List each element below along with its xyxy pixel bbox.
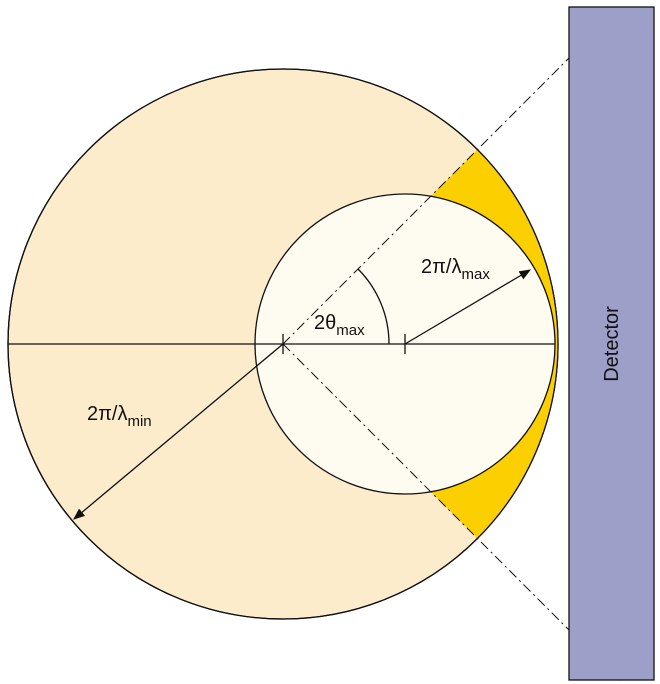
- detector-panel: [568, 6, 655, 681]
- angle-label: 2θmax: [314, 312, 365, 339]
- radius-min-arrow: [73, 343, 284, 520]
- detector-label: Detector: [601, 306, 623, 382]
- angle-arc: [357, 268, 390, 345]
- radius-max-arrow: [404, 269, 532, 345]
- radius-min-label-base: 2π/λ: [87, 403, 127, 425]
- radius-max-label-base: 2π/λ: [421, 256, 461, 278]
- radius-min-label: 2π/λmin: [87, 403, 152, 430]
- radius-max-label: 2π/λmax: [421, 256, 490, 283]
- angle-label-sub: max: [336, 322, 365, 339]
- angle-label-base: 2θ: [314, 312, 336, 334]
- radius-min-label-sub: min: [127, 413, 151, 430]
- radius-max-label-sub: max: [461, 266, 490, 283]
